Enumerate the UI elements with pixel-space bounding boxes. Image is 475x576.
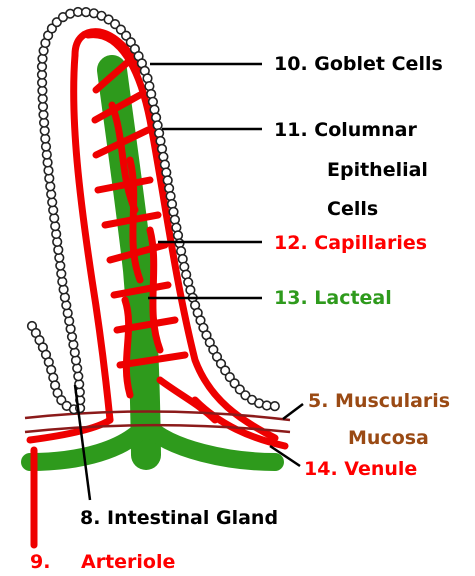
label-venule: 14. Venule [304,457,417,481]
epithelial-cell [156,137,165,146]
epithelial-cell [168,200,177,209]
muscularis-pointer [283,404,303,419]
epithelial-cell [174,231,183,240]
epithelial-cell [153,121,162,130]
epithelial-cell [54,246,63,255]
epithelial-cell [271,402,280,411]
label-muscularis-line2: Mucosa [348,426,429,450]
epithelial-cell [65,317,74,326]
label-arteriole: Arteriole [81,550,175,574]
label-goblet-cells: 10. Goblet Cells [274,52,443,76]
label-columnar-line2: Epithelial [327,158,428,182]
epithelial-cell [74,372,83,381]
label-capillaries: 12. Capillaries [274,231,427,255]
label-columnar-line1: 11. Columnar [274,118,417,142]
epithelial-cell [171,215,180,224]
label-columnar-line3: Cells [327,197,378,221]
label-intestinal-gland: 8. Intestinal Gland [80,506,278,530]
label-muscularis-line1: 5. Muscularis [308,389,450,413]
label-arteriole-number: 9. [30,550,50,574]
label-lacteal: 13. Lacteal [274,286,392,310]
